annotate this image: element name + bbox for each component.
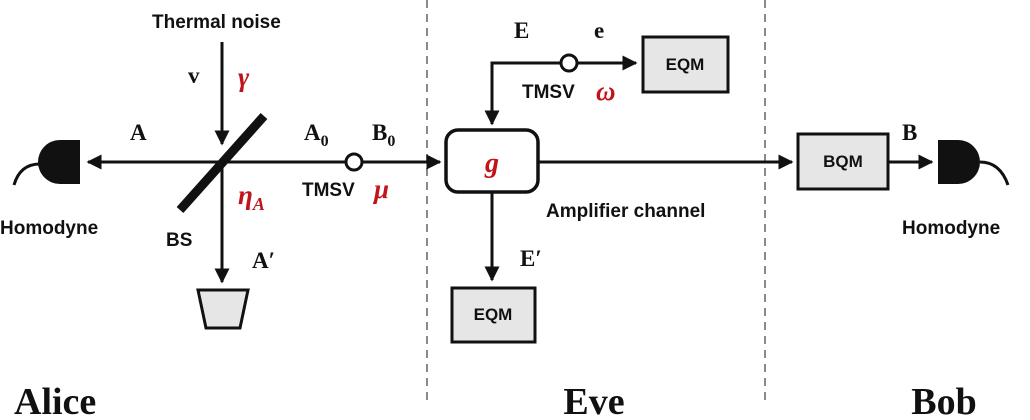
label-mu: μ (372, 174, 389, 204)
homodyne-label-right: Homodyne (902, 218, 1000, 239)
label-B: B (902, 120, 917, 145)
label-eta: ηA (238, 180, 265, 214)
label-B0: B0 (372, 120, 395, 150)
label-g: g (484, 148, 499, 179)
homodyne-detector-left (12, 140, 80, 186)
label-E-prime: E′ (520, 246, 542, 271)
label-omega: ω (596, 76, 616, 106)
bqm-box (796, 132, 890, 191)
section-title-alice: Alice (14, 381, 96, 420)
label-gamma: γ (238, 62, 250, 92)
tmsv-mu-label: TMSV (302, 180, 355, 201)
bqm-label: BQM (823, 152, 863, 171)
eqm-bottom-box (450, 286, 537, 344)
label-v: v (188, 63, 200, 88)
label-A: A (130, 120, 147, 145)
homodyne-label-left: Homodyne (0, 218, 98, 239)
tmsv-mu-source (344, 152, 364, 172)
tmsv-omega-source (559, 53, 579, 73)
amplifier-channel-label: Amplifier channel (546, 201, 705, 222)
label-A0: A0 (304, 120, 329, 150)
loss-bin (196, 288, 250, 330)
label-e: e (594, 18, 604, 43)
eqm-bottom-label: EQM (474, 305, 513, 324)
label-E: E (514, 18, 529, 43)
section-title-bob: Bob (911, 381, 976, 420)
eqm-top-box (641, 35, 730, 94)
bs-label: BS (166, 230, 192, 251)
section-title-eve: Eve (563, 381, 624, 420)
tmsv-omega-label: TMSV (522, 82, 575, 103)
label-A-prime: A′ (252, 248, 275, 273)
thermal-noise-label: Thermal noise (152, 12, 281, 33)
homodyne-detector-right (938, 140, 1010, 186)
beam-E (484, 61, 561, 126)
eqm-top-label: EQM (666, 55, 705, 74)
